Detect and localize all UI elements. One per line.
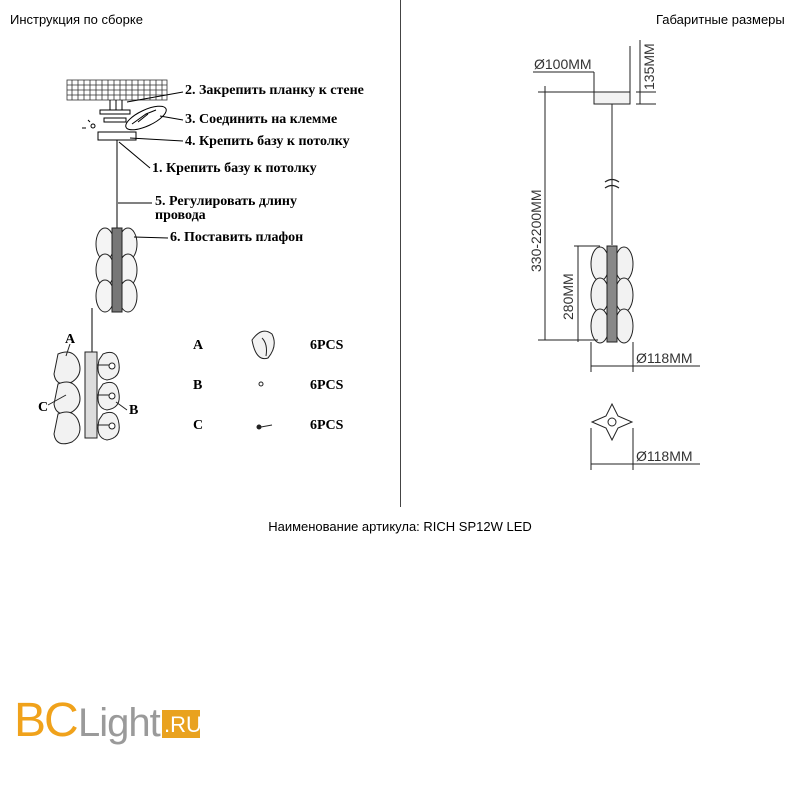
ceiling-hatch — [66, 79, 168, 101]
base-diameter-label: Ø118MM — [636, 448, 693, 464]
step-2-label: 2. Закрепить планку к стене — [185, 83, 364, 98]
step-5-label: 5. Регулировать длину провода — [155, 194, 297, 223]
parts-row-b-letter: B — [193, 378, 203, 393]
parts-row-a-qty: 6PCS — [310, 338, 344, 353]
step-1-label: 1. Крепить базу к потолку — [152, 161, 317, 176]
exploded-view — [47, 308, 128, 445]
bclight-logo: BC Light .RU — [14, 694, 202, 747]
callout-b: B — [129, 403, 139, 418]
parts-row-b-qty: 6PCS — [310, 378, 344, 393]
dimensions-title: Габаритные размеры — [656, 12, 785, 27]
callout-c: C — [38, 400, 49, 415]
section-divider — [400, 0, 401, 507]
shade-diameter-label: Ø118MM — [636, 350, 693, 366]
step-6-label: 6. Поставить плафон — [170, 230, 304, 245]
step-4-label: 4. Крепить базу к потолку — [185, 134, 350, 149]
leader-lines — [118, 91, 184, 239]
parts-row-c-qty: 6PCS — [310, 418, 344, 433]
shade-icon — [251, 330, 275, 360]
svg-text:BC: BC — [14, 694, 77, 747]
mounting-bracket — [82, 100, 131, 129]
screw-icon — [256, 424, 273, 430]
total-length-label: 330-2200MM — [528, 189, 544, 273]
dimension-drawing — [533, 40, 700, 470]
canopy-height-label: 135MM — [641, 43, 657, 90]
shade-height-label: 280MM — [560, 273, 576, 320]
parts-row-a-letter: A — [193, 338, 204, 353]
ring-icon — [258, 381, 264, 387]
callout-a: A — [65, 332, 76, 347]
lamp-shades — [95, 227, 138, 313]
assembly-instructions-title: Инструкция по сборке — [10, 12, 143, 27]
article-name: Наименование артикула: RICH SP12W LED — [268, 519, 532, 534]
canopy-base — [97, 131, 137, 141]
parts-row-c-letter: C — [193, 418, 204, 433]
step-3-label: 3. Соединить на клемме — [185, 112, 338, 127]
svg-text:.RU: .RU — [164, 712, 202, 737]
canopy-diameter-label: Ø100MM — [534, 56, 592, 72]
svg-text:Light: Light — [78, 701, 161, 745]
terminal-connector — [125, 105, 167, 131]
